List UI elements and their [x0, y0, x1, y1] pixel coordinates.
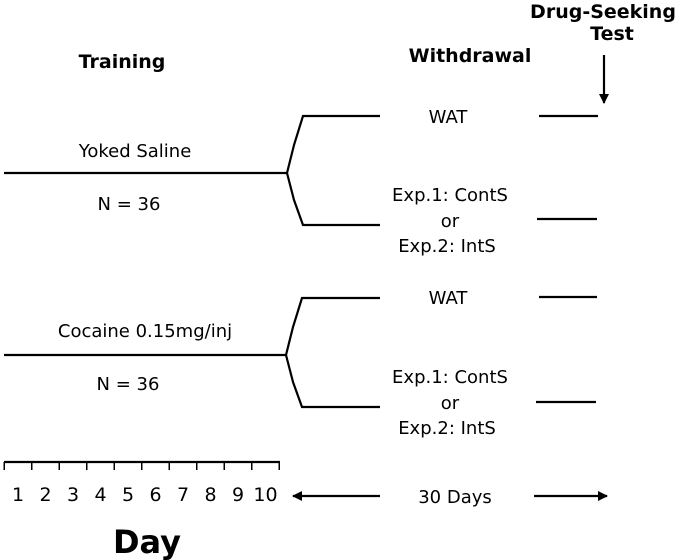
branch-line-wat: [284, 296, 380, 356]
group-name: Yoked Saline: [78, 141, 192, 162]
day-tick-label: 3: [67, 484, 79, 506]
branch-label-wat: WAT: [429, 107, 469, 128]
withdrawal-header: Withdrawal: [409, 45, 532, 67]
branch-label-exp2: Exp.2: IntS: [398, 236, 496, 257]
group-yoked-saline: Yoked Saline N = 36 WAT Exp.1: ContS or …: [4, 107, 598, 257]
group-name: Cocaine 0.15mg/inj: [58, 321, 232, 342]
branch-label-exp2: Exp.2: IntS: [398, 418, 496, 439]
day-axis-label: Day: [113, 523, 181, 560]
withdrawal-duration: 30 Days: [418, 487, 492, 508]
branch-label-wat: WAT: [429, 288, 469, 309]
day-tick-label: 6: [149, 484, 161, 506]
group-n: N = 36: [98, 194, 161, 215]
branch-label-exp1: Exp.1: ContS: [392, 185, 508, 206]
day-tick-label: 8: [204, 484, 216, 506]
drug-seeking-test-header: Drug-Seeking: [530, 1, 676, 23]
branch-label-or: or: [441, 211, 460, 232]
group-n: N = 36: [97, 374, 160, 395]
branch-line-stress: [285, 172, 380, 227]
training-header: Training: [79, 51, 166, 73]
branch-line-wat: [285, 114, 380, 174]
day-tick-label: 10: [253, 484, 277, 506]
day-tick-label: 2: [39, 484, 51, 506]
branch-line-stress: [284, 354, 380, 409]
day-tick-label: 1: [12, 484, 24, 506]
branch-label-or: or: [441, 393, 460, 414]
branch-label-exp1: Exp.1: ContS: [392, 367, 508, 388]
day-tick-label: 4: [94, 484, 106, 506]
group-cocaine: Cocaine 0.15mg/inj N = 36 WAT Exp.1: Con…: [4, 288, 597, 439]
day-tick-label: 9: [232, 484, 244, 506]
day-tick-label: 7: [177, 484, 189, 506]
drug-seeking-test-header-line2: Test: [590, 23, 634, 45]
day-tick-label: 5: [122, 484, 134, 506]
